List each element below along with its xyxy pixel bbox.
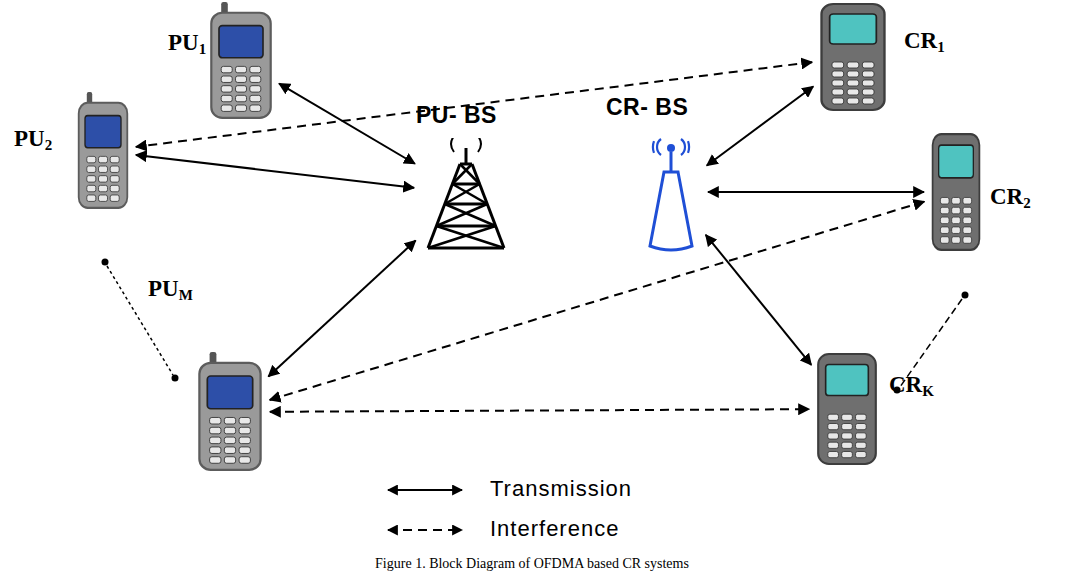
phone-node: PU1	[208, 2, 274, 120]
transmission-link	[268, 241, 415, 377]
node-label: CR- BS	[606, 94, 688, 121]
node-label: CRK	[889, 372, 934, 400]
transmission-link	[279, 84, 415, 164]
node-label: CR1	[904, 28, 945, 56]
phone-node: PU2	[76, 92, 130, 210]
base-station-node: CR- BS	[640, 128, 702, 256]
antenna-icon	[640, 128, 702, 256]
node-label: PU- BS	[416, 102, 497, 129]
pu-icon	[208, 2, 274, 120]
interference-link	[270, 202, 925, 400]
pu-icon	[76, 92, 130, 210]
tower-icon	[420, 138, 512, 250]
phone-node: CR1	[818, 2, 888, 112]
legend-label: Transmission	[490, 476, 632, 502]
cr-icon	[930, 132, 982, 252]
cr-icon	[815, 352, 879, 466]
ellipsis-pu	[102, 259, 179, 382]
transmission-link	[706, 235, 811, 365]
base-station-node: PU- BS	[420, 138, 512, 250]
node-label: PU1	[168, 30, 206, 58]
transmission-link	[136, 155, 414, 188]
phone-node: CR2	[930, 132, 982, 252]
legend-sample	[388, 530, 462, 531]
transmission-link	[708, 191, 924, 193]
node-label: CR2	[990, 184, 1031, 212]
node-label: PU2	[14, 126, 52, 154]
node-label: PUM	[148, 276, 193, 304]
legend-label: Interference	[490, 516, 619, 542]
phone-node: PUM	[196, 352, 264, 472]
phone-node: CRK	[815, 352, 879, 466]
transmission-link	[707, 87, 813, 166]
cr-icon	[818, 2, 888, 112]
interference-link	[270, 409, 809, 412]
pu-icon	[196, 352, 264, 472]
legend-sample	[388, 490, 462, 491]
figure-caption: Figure 1. Block Diagram of OFDMA based C…	[375, 556, 689, 572]
